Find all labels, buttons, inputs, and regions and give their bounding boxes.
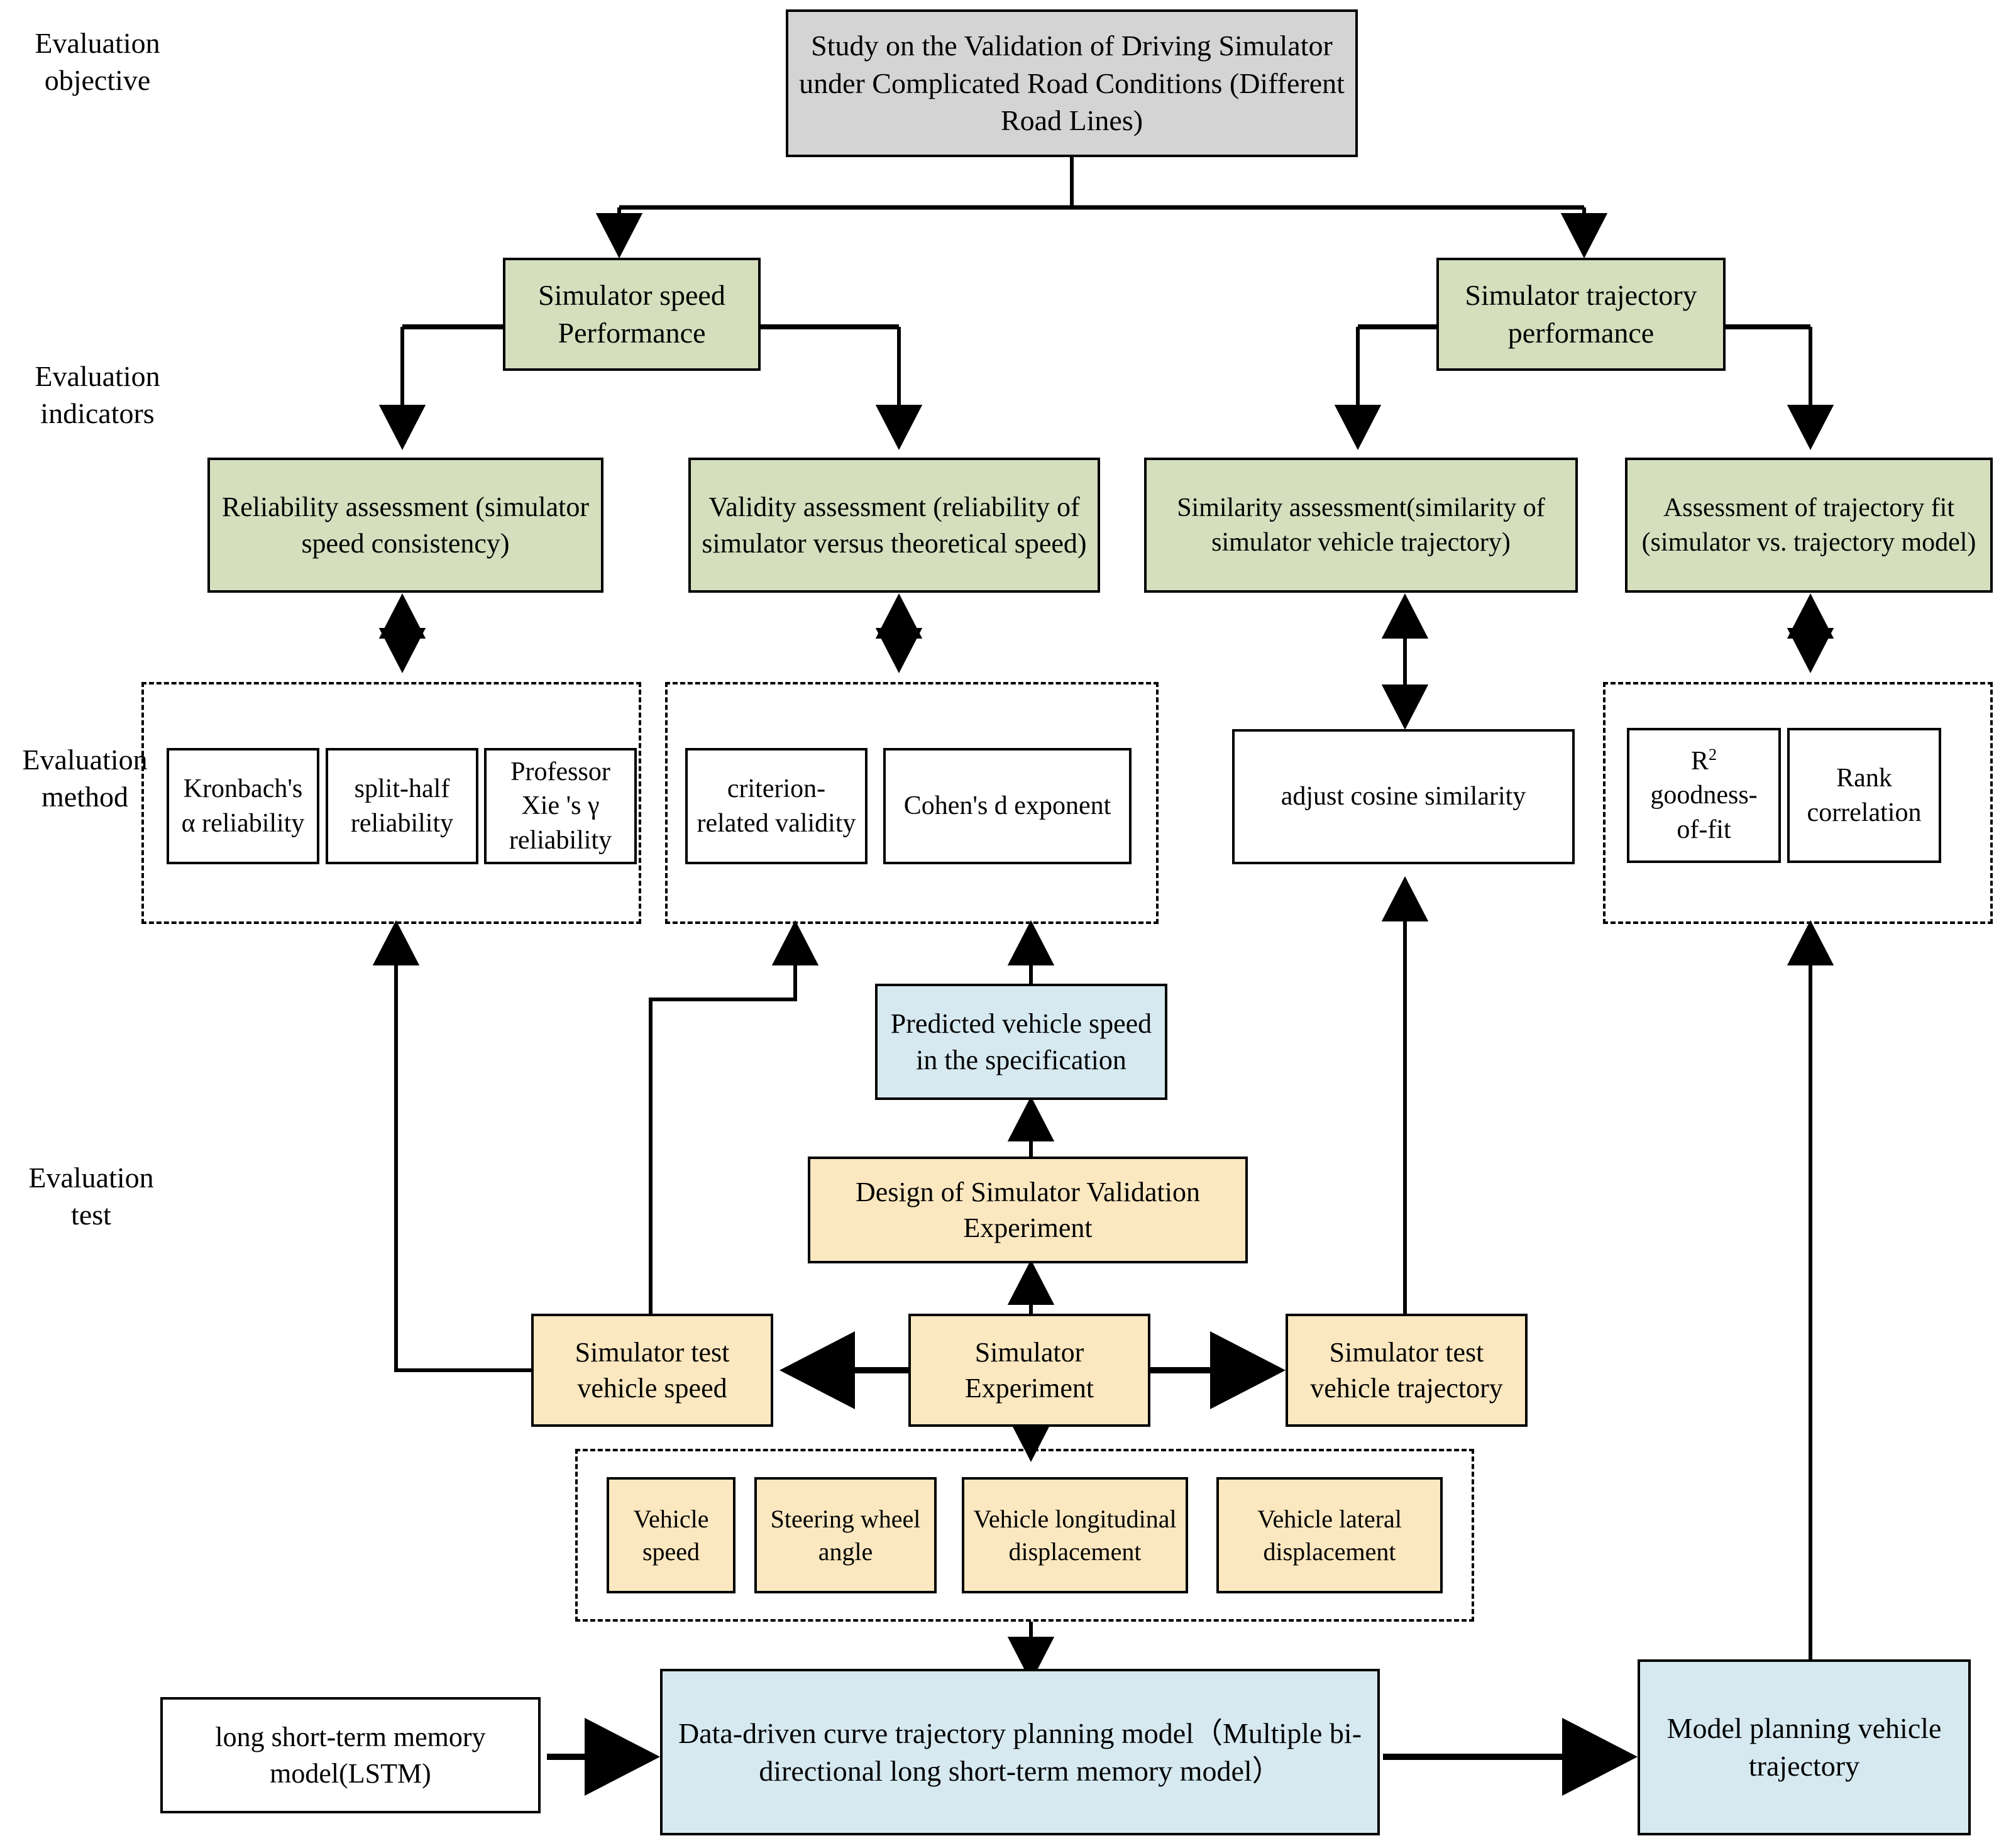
indicator-box-trajectory-fit[interactable]: Assessment of trajectory fit (simulator … — [1625, 458, 1993, 593]
method-box-cohens-d[interactable]: Cohen's d exponent — [883, 748, 1132, 864]
method-group-reliability — [141, 682, 641, 924]
indicator-box-reliability[interactable]: Reliability assessment (simulator speed … — [207, 458, 603, 593]
method-box-rank-correlation[interactable]: Rank correlation — [1787, 728, 1941, 863]
model-box-data-driven-trajectory[interactable]: Data-driven curve trajectory planning mo… — [660, 1669, 1380, 1835]
row-label-method: Evaluation method — [6, 742, 163, 816]
method-box-criterion-validity[interactable]: criterion-related validity — [685, 748, 868, 864]
measure-box-vehicle-longitudinal-displacement[interactable]: Vehicle longitudinal displacement — [962, 1477, 1188, 1593]
method-box-adjust-cosine-similarity[interactable]: adjust cosine similarity — [1232, 729, 1575, 864]
method-box-r2-goodness-of-fit[interactable]: R2 goodness-of-fit — [1627, 728, 1781, 863]
test-box-simulator-test-vehicle-trajectory[interactable]: Simulator test vehicle trajectory — [1286, 1314, 1528, 1427]
performance-box-trajectory[interactable]: Simulator trajectory performance — [1436, 258, 1726, 371]
model-box-model-planning-trajectory[interactable]: Model planning vehicle trajectory — [1638, 1659, 1971, 1835]
row-label-indicators: Evaluation indicators — [13, 358, 182, 432]
test-box-design-experiment[interactable]: Design of Simulator Validation Experimen… — [808, 1157, 1248, 1263]
test-box-simulator-test-vehicle-speed[interactable]: Simulator test vehicle speed — [531, 1314, 773, 1427]
row-label-indicators-line2: indicators — [40, 397, 155, 429]
row-label-method-line1: Evaluation — [22, 744, 148, 776]
row-label-test-line1: Evaluation — [28, 1162, 154, 1194]
test-box-predicted-vehicle-speed[interactable]: Predicted vehicle speed in the specifica… — [875, 984, 1167, 1100]
row-label-indicators-line1: Evaluation — [35, 360, 160, 392]
method-group-trajectory-fit — [1603, 682, 1993, 924]
row-label-objective-line1: Evaluation — [35, 27, 160, 59]
test-measures-group — [575, 1449, 1474, 1622]
method-box-split-half[interactable]: split-half reliability — [326, 748, 478, 864]
row-label-objective-line2: objective — [44, 63, 151, 96]
model-box-lstm[interactable]: long short-term memory model(LSTM) — [160, 1697, 541, 1813]
row-label-method-line2: method — [41, 780, 128, 813]
performance-box-speed[interactable]: Simulator speed Performance — [503, 258, 761, 371]
row-label-test-line2: test — [71, 1198, 111, 1231]
measure-box-steering-wheel-angle[interactable]: Steering wheel angle — [754, 1477, 937, 1593]
test-box-simulator-experiment[interactable]: Simulator Experiment — [908, 1314, 1150, 1427]
method-box-kronbach[interactable]: Kronbach's α reliability — [167, 748, 319, 864]
method-group-validity — [665, 682, 1159, 924]
indicator-box-validity[interactable]: Validity assessment (reliability of simu… — [688, 458, 1100, 593]
row-label-test: Evaluation test — [13, 1160, 170, 1234]
measure-box-vehicle-speed[interactable]: Vehicle speed — [607, 1477, 735, 1593]
measure-box-vehicle-lateral-displacement[interactable]: Vehicle lateral displacement — [1216, 1477, 1443, 1593]
method-box-xie-gamma[interactable]: Professor Xie 's γ reliability — [484, 748, 637, 864]
indicator-box-similarity[interactable]: Similarity assessment(similarity of simu… — [1144, 458, 1578, 593]
r2-label: R2 goodness-of-fit — [1650, 745, 1758, 844]
row-label-objective: Evaluation objective — [13, 25, 182, 99]
objective-box[interactable]: Study on the Validation of Driving Simul… — [786, 9, 1358, 157]
